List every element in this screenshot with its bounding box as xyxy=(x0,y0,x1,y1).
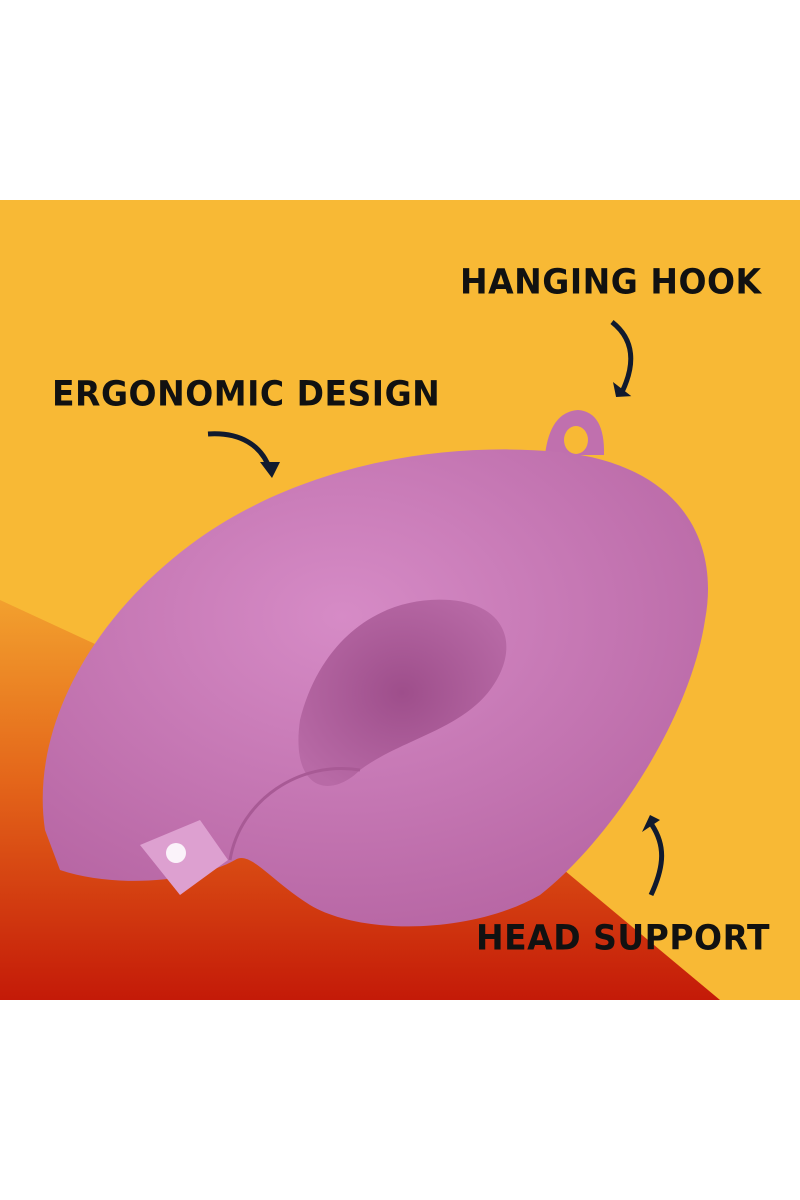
pillow-hole xyxy=(298,599,507,786)
arrow-icon-head-support xyxy=(648,823,665,897)
arrow-icon-hanging-hook xyxy=(610,320,634,394)
label-head-support: HEAD SUPPORT xyxy=(476,917,771,958)
snap-button xyxy=(166,843,186,863)
label-ergonomic-design: ERGONOMIC DESIGN xyxy=(52,373,441,414)
label-hanging-hook: HANGING HOOK xyxy=(460,261,762,302)
